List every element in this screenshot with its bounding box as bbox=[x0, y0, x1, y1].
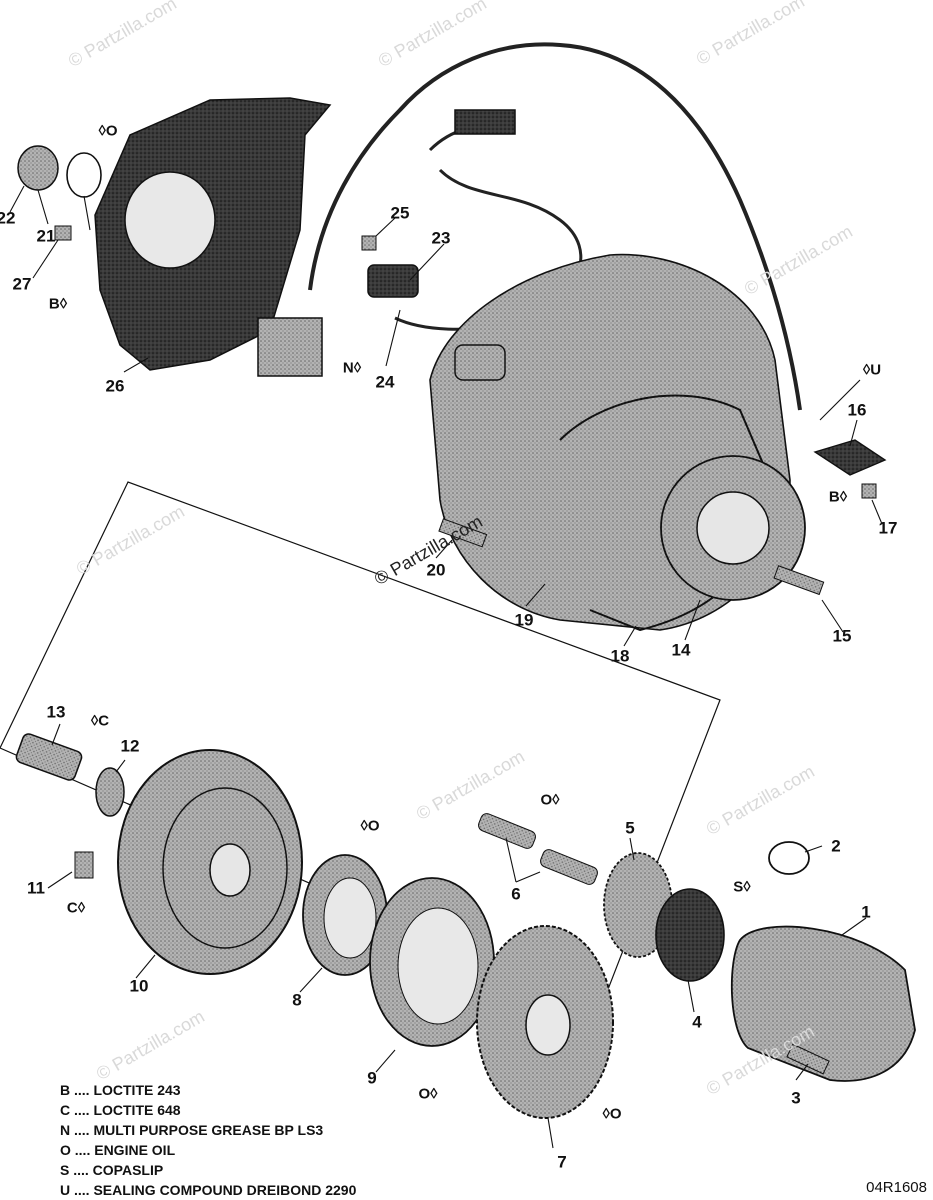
part-12-washer bbox=[95, 767, 125, 817]
lube-mark-c-13: ◊C bbox=[90, 712, 110, 730]
part-27-screw bbox=[54, 225, 72, 241]
callout-16: 16 bbox=[847, 400, 867, 420]
lube-mark-o-6: O◊ bbox=[540, 791, 560, 809]
legend-row-n: N .... MULTI PURPOSE GREASE BP LS3 bbox=[60, 1122, 324, 1138]
callout-23: 23 bbox=[431, 228, 451, 248]
callout-18: 18 bbox=[610, 646, 630, 666]
part-8-seal-inner bbox=[323, 877, 377, 959]
callout-15: 15 bbox=[832, 626, 852, 646]
part-22-cap bbox=[17, 145, 59, 191]
callout-19: 19 bbox=[514, 610, 534, 630]
part-15-screw bbox=[773, 565, 825, 596]
legend-row-c: C .... LOCTITE 648 bbox=[60, 1102, 181, 1118]
lubricant-legend: B .... LOCTITE 243 C .... LOCTITE 648 N … bbox=[60, 1080, 480, 1200]
lube-mark-c-11: C◊ bbox=[66, 899, 86, 917]
callout-5: 5 bbox=[625, 818, 635, 838]
callout-27: 27 bbox=[12, 274, 32, 294]
callout-8: 8 bbox=[292, 990, 302, 1010]
callout-20: 20 bbox=[426, 560, 446, 580]
callout-6: 6 bbox=[511, 884, 521, 904]
legend-row-u: U .... SEALING COMPOUND DREIBOND 2290 bbox=[60, 1182, 357, 1198]
lube-mark-o-7: ◊O bbox=[602, 1105, 622, 1123]
callout-3: 3 bbox=[791, 1088, 801, 1108]
callout-24: 24 bbox=[375, 372, 395, 392]
legend-row-o: O .... ENGINE OIL bbox=[60, 1142, 176, 1158]
part-2-oring bbox=[768, 841, 810, 875]
part-23-sensor bbox=[367, 264, 419, 298]
lube-mark-o-21: ◊O bbox=[98, 122, 118, 140]
harness-wire bbox=[308, 42, 802, 411]
callout-25: 25 bbox=[390, 203, 410, 223]
part-25-screw bbox=[361, 235, 377, 251]
connector-plug bbox=[454, 109, 516, 135]
callout-11: 11 bbox=[27, 878, 45, 898]
callout-9: 9 bbox=[367, 1068, 377, 1088]
part-26-opening bbox=[124, 171, 216, 269]
lube-mark-o-9: O◊ bbox=[418, 1085, 438, 1103]
part-11-screw bbox=[74, 851, 94, 879]
part-9-plate-inner bbox=[397, 907, 479, 1025]
callout-21: 21 bbox=[36, 226, 56, 246]
callout-22: 22 bbox=[0, 208, 16, 228]
leader-lines bbox=[9, 185, 883, 1149]
diagram-code: 04R1608 bbox=[866, 1179, 927, 1196]
part-3-screw bbox=[786, 1043, 830, 1075]
callout-14: 14 bbox=[671, 640, 691, 660]
lube-mark-n-24: N◊ bbox=[342, 359, 362, 377]
lube-mark-b-17: B◊ bbox=[828, 488, 848, 506]
callout-26: 26 bbox=[105, 376, 125, 396]
callout-7: 7 bbox=[557, 1152, 567, 1172]
callout-10: 10 bbox=[129, 976, 149, 996]
legend-row-b: B .... LOCTITE 243 bbox=[60, 1082, 181, 1098]
part-6-pin-a bbox=[478, 813, 536, 849]
part-17-screw bbox=[861, 483, 877, 499]
part-7-gear-hub bbox=[525, 994, 571, 1056]
housing-boss bbox=[454, 344, 506, 381]
lube-mark-o-8: ◊O bbox=[360, 817, 380, 835]
stator-center bbox=[696, 491, 770, 565]
callout-17: 17 bbox=[878, 518, 898, 538]
lube-mark-u-16: ◊U bbox=[862, 361, 882, 379]
lube-mark-b-27: B◊ bbox=[48, 295, 68, 313]
legend-row-s: S .... COPASLIP bbox=[60, 1162, 164, 1178]
connector-block bbox=[257, 317, 323, 377]
part-16-bracket bbox=[813, 439, 887, 476]
callout-4: 4 bbox=[692, 1012, 702, 1032]
part-20-screw bbox=[438, 518, 488, 548]
part-6-pin-b bbox=[540, 849, 598, 885]
lube-mark-s-2: S◊ bbox=[733, 878, 751, 896]
callout-1: 1 bbox=[861, 902, 871, 922]
part-1-starter bbox=[730, 925, 916, 1082]
part-13-bolt bbox=[15, 733, 83, 781]
rotor-hub bbox=[209, 843, 251, 897]
part-4-gear bbox=[655, 888, 725, 982]
callout-13: 13 bbox=[46, 702, 66, 722]
part-21-oring bbox=[66, 152, 102, 198]
callout-2: 2 bbox=[831, 836, 841, 856]
callout-12: 12 bbox=[120, 736, 140, 756]
